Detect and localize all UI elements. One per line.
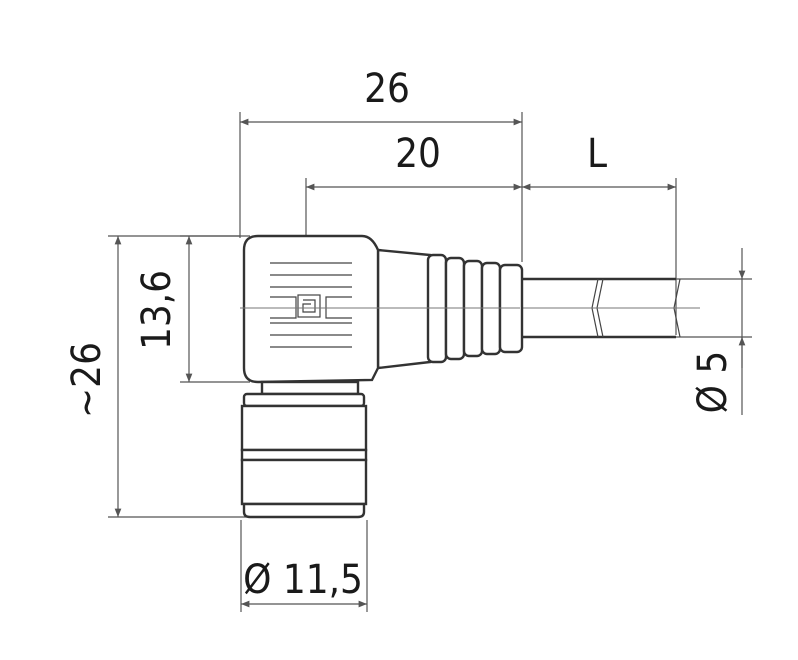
dimension-body-height: 13,6 [134,235,250,383]
dimension-total-height: ~26 [64,235,248,518]
dimension-cable-length: L [522,131,677,335]
cable-length-label: L [587,131,607,177]
dimension-cable-diameter: Ø 5 [676,248,752,415]
connector-body [240,234,520,384]
cable [520,277,700,339]
body-height-label: 13,6 [134,270,180,350]
strain-relief [376,248,524,370]
overall-length-label: 26 [364,66,410,112]
dimension-coupling-diameter: Ø 11,5 [240,520,368,612]
body-length-label: 20 [395,131,441,177]
dimension-body-length: 20 [305,131,522,400]
coupling-diameter-label: Ø 11,5 [243,557,363,603]
cable-diameter-label: Ø 5 [690,351,736,414]
dimension-overall-length: 26 [239,66,523,262]
coupling-nut [240,380,368,519]
logo-square-icon [297,294,321,318]
total-height-label: ~26 [64,342,110,418]
